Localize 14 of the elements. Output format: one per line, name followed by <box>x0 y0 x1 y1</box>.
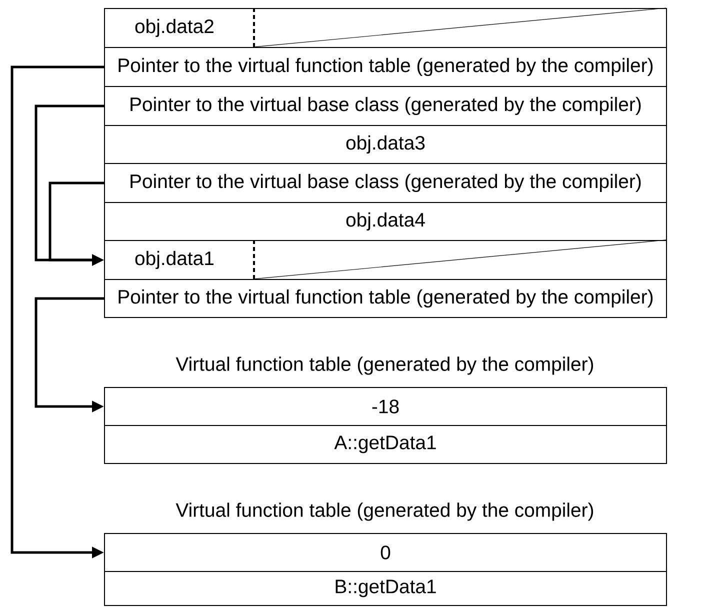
table-row: -18 <box>104 386 667 426</box>
memory-row: obj.data1 <box>104 240 667 280</box>
memory-row: obj.data4 <box>104 202 667 241</box>
memory-row: Pointer to the virtual function table (generated by the compiler) <box>104 278 667 318</box>
table-row: B::getData1 <box>104 570 667 606</box>
memory-row: Pointer to the virtual function table (generated by the compiler) <box>104 47 667 87</box>
memory-row: obj.data2 <box>104 8 667 48</box>
table-title: Virtual function table (generated by the compiler) <box>176 502 594 521</box>
memory-row: obj.data3 <box>104 124 667 164</box>
table-title: Virtual function table (generated by the compiler) <box>176 356 594 375</box>
table-row: A::getData1 <box>104 424 667 464</box>
memory-row: Pointer to the virtual base class (generated by the compiler) <box>104 162 667 203</box>
table-row: 0 <box>104 532 667 572</box>
memory-row: Pointer to the virtual base class (generated by the compiler) <box>104 86 667 126</box>
